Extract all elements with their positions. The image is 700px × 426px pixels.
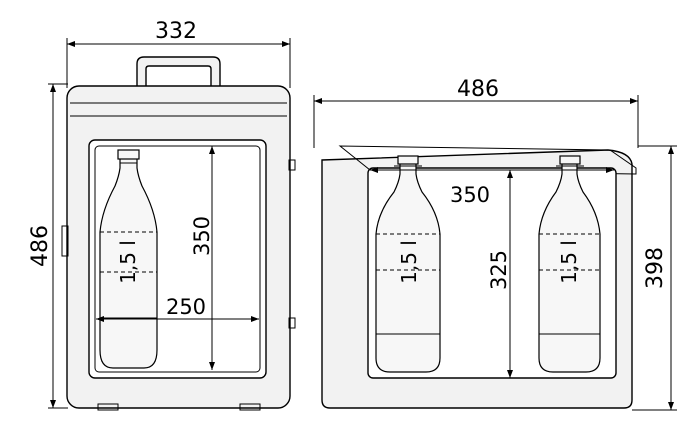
side-width-dimension [313,95,639,148]
side-height-dimension [632,145,677,411]
side-width-label: 486 [457,77,499,102]
front-bottle [99,149,158,369]
front-inner-height-dimension [209,146,215,370]
side-bottle-right [538,155,601,373]
front-inner-width-dimension [96,316,259,322]
front-inner-height-label: 350 [190,216,214,256]
front-height-label: 486 [28,225,53,267]
side-view: 486 398 1,5 l [313,77,677,411]
side-inner-height-label: 325 [487,250,511,290]
side-bottle-left [375,155,441,373]
front-view: 332 486 [28,19,296,411]
front-width-dimension [66,38,291,88]
front-bottle-label: 1,5 l [116,240,140,284]
side-inner-width-dimension [370,167,614,173]
front-inner-width-label: 250 [166,295,206,319]
front-height-dimension [48,83,68,409]
side-inner-width-label: 350 [450,183,490,207]
front-width-label: 332 [155,19,197,44]
side-inner-height-dimension [507,170,513,378]
side-bottle-left-label: 1,5 l [397,240,421,284]
side-height-label: 398 [643,247,668,289]
side-bottle-right-label: 1,5 l [557,240,581,284]
